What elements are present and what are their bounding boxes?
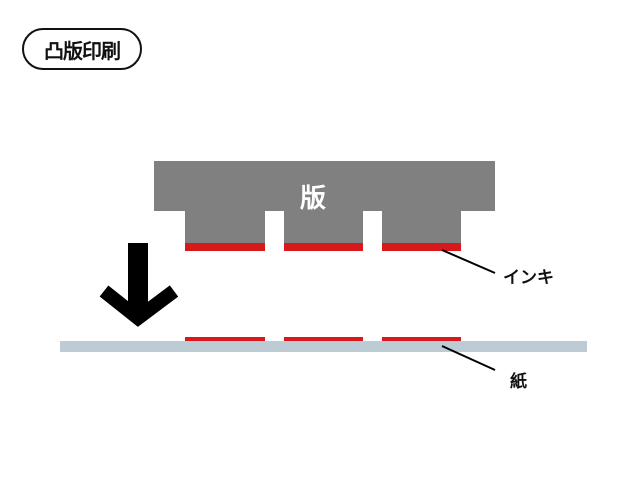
title-badge: 凸版印刷	[22, 28, 142, 70]
plate-label: 版	[300, 184, 327, 214]
paper-ink	[185, 337, 461, 341]
plate	[154, 161, 495, 244]
paper	[60, 341, 587, 352]
ink-label: インキ	[503, 268, 554, 288]
paper-label: 紙	[510, 372, 527, 392]
arrow-down-icon	[99, 243, 179, 327]
plate-ink	[185, 243, 461, 251]
paper-leader-line	[441, 345, 496, 371]
ink-leader-line	[441, 249, 496, 274]
